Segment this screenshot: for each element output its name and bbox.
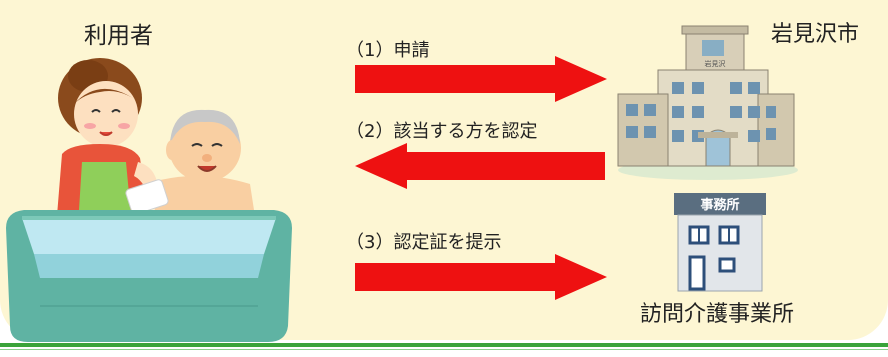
bath-care-illustration-icon (6, 58, 292, 342)
user-label: 利用者 (84, 23, 153, 49)
step-1-label: （1）申請 (346, 40, 430, 61)
office-building-icon: 事務所 (674, 193, 766, 292)
office-sign: 事務所 (700, 197, 739, 213)
ground-line (0, 343, 888, 347)
step-2-label: （2）該当する方を認定 (346, 121, 538, 142)
step-3-label: （3）認定証を提示 (346, 232, 502, 253)
office-label: 訪問介護事業所 (640, 302, 795, 327)
ground-line-thin (0, 349, 888, 350)
city-hall-sign: 岩見沢 (705, 59, 726, 68)
step-3-arrow (355, 254, 607, 300)
step-1-arrow (355, 56, 607, 102)
city-hall-building-icon: 岩見沢 (617, 25, 798, 180)
step-2-arrow (355, 143, 605, 189)
city-label: 岩見沢市 (771, 22, 860, 47)
